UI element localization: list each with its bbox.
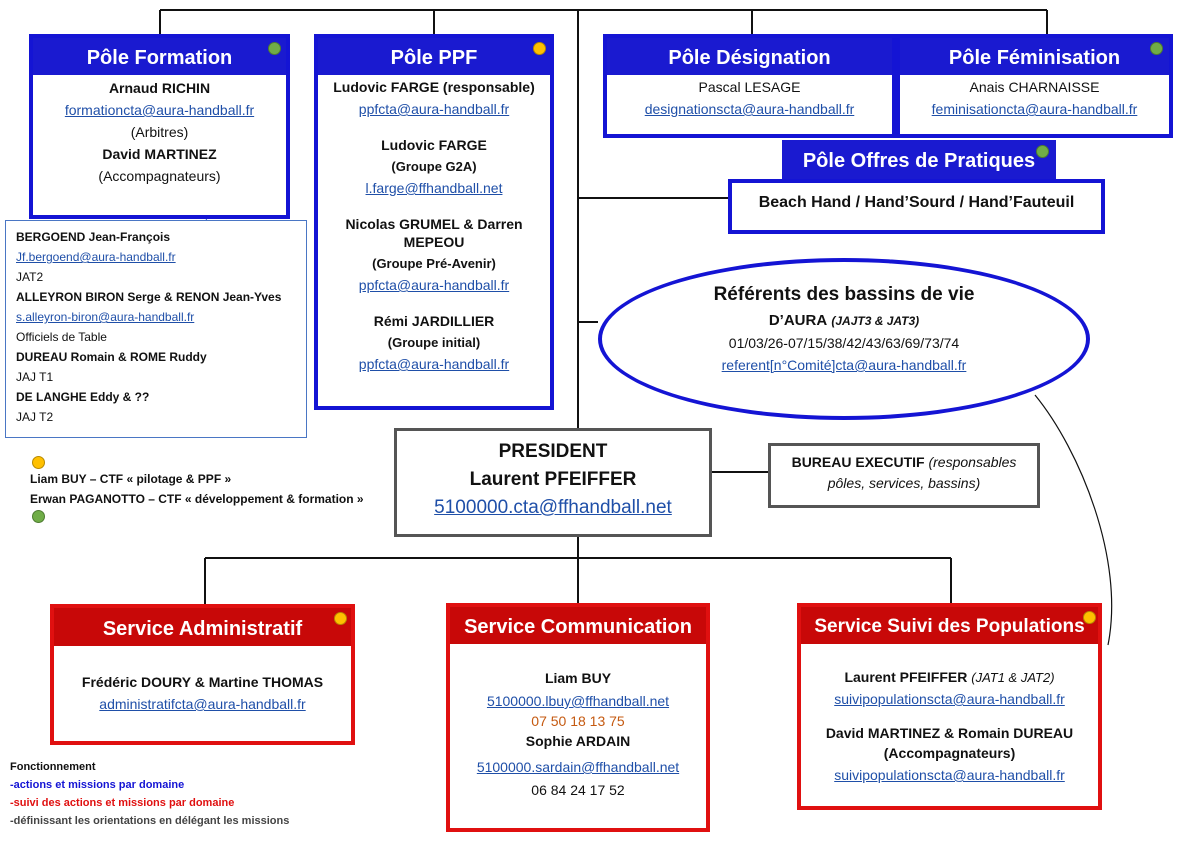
pole-offres-title: Pôle Offres de Pratiques	[782, 140, 1056, 180]
status-dot-green	[1150, 42, 1163, 55]
ppf-line3b: MEPEOU	[403, 234, 465, 250]
ppf-group3: (Groupe Pré-Avenir)	[372, 256, 496, 271]
formation-detail-line: DUREAU Romain & ROME Ruddy	[16, 350, 207, 364]
ppf-line1: Ludovic FARGE (responsable)	[333, 79, 535, 95]
president-email[interactable]: 5100000.cta@ffhandball.net	[434, 497, 672, 518]
pole-offres-title-text: Pôle Offres de Pratiques	[802, 150, 1036, 172]
president-label: PRESIDENT	[498, 441, 608, 462]
pole-feminisation: Pôle Féminisation Anais CHARNAISSE femin…	[896, 34, 1173, 138]
communication-phone1: 07 50 18 13 75	[531, 713, 625, 729]
pole-offres-text: Beach Hand / Hand’Sourd / Hand’Fauteuil	[758, 194, 1075, 211]
status-dot-yellow	[334, 612, 347, 625]
ppf-email2[interactable]: l.farge@ffhandball.net	[365, 180, 503, 196]
referents-email[interactable]: referent[n°Comité]cta@aura-handball.fr	[721, 357, 967, 373]
president-box: PRESIDENT Laurent PFEIFFER 5100000.cta@f…	[394, 428, 712, 537]
pole-designation: Pôle Désignation Pascal LESAGE designati…	[603, 34, 896, 138]
referents-departments: 01/03/26-07/15/38/42/43/63/69/73/74	[728, 335, 960, 351]
service-administratif: Service Administratif Frédéric DOURY & M…	[50, 604, 355, 745]
fonctionnement-title: Fonctionnement	[10, 761, 96, 773]
pole-formation-title: Pôle Formation	[33, 38, 286, 75]
formation-detail-line[interactable]: s.alleyron-biron@aura-handball.fr	[16, 310, 195, 324]
fonctionnement-line3: -définissant les orientations en délégan…	[10, 815, 290, 827]
pole-formation-role1: (Arbitres)	[130, 124, 189, 140]
status-dot-green	[268, 42, 281, 55]
suivi-row1: Laurent PFEIFFER (JAT1 & JAT2)	[801, 669, 1098, 685]
service-suivi-title: Service Suivi des Populations	[801, 607, 1098, 644]
referents-subtitle: D’AURA	[768, 312, 828, 329]
suivi-email1[interactable]: suivipopulationscta@aura-handball.fr	[834, 691, 1065, 707]
pole-feminisation-email[interactable]: feminisationcta@aura-handball.fr	[931, 101, 1138, 117]
communication-name2: Sophie ARDAIN	[525, 733, 631, 749]
bureau-note2: pôles, services, bassins)	[827, 475, 981, 491]
legend-dot-yellow	[32, 456, 45, 469]
service-administratif-title: Service Administratif	[54, 608, 351, 646]
ppf-line2: Ludovic FARGE	[381, 137, 487, 153]
ppf-line3a: Nicolas GRUMEL & Darren	[345, 216, 523, 232]
service-communication-title: Service Communication	[450, 607, 706, 644]
suivi-email2[interactable]: suivipopulationscta@aura-handball.fr	[834, 767, 1065, 783]
pole-feminisation-title: Pôle Féminisation	[900, 38, 1169, 75]
referents-subtitle-row: D’AURA (JAJT3 & JAT3)	[602, 312, 1086, 329]
pole-formation-role2: (Accompagnateurs)	[98, 168, 221, 184]
pole-designation-title: Pôle Désignation	[607, 38, 892, 75]
legend-ctf-line1: Liam BUY – CTF « pilotage & PPF »	[30, 472, 232, 486]
formation-detail-line: ALLEYRON BIRON Serge & RENON Jean-Yves	[16, 290, 282, 304]
ppf-group2: (Groupe G2A)	[391, 159, 477, 174]
pole-formation: Pôle Formation Arnaud RICHIN formationct…	[29, 34, 290, 219]
ppf-email1[interactable]: ppfcta@aura-handball.fr	[358, 101, 510, 117]
suivi-note1: (JAT1 & JAT2)	[971, 670, 1055, 685]
pole-feminisation-name: Anais CHARNAISSE	[969, 79, 1100, 95]
bureau-title: BUREAU EXECUTIF	[791, 454, 925, 470]
bureau-line1: BUREAU EXECUTIF (responsables	[771, 454, 1037, 470]
ppf-email3[interactable]: ppfcta@aura-handball.fr	[358, 277, 510, 293]
fonctionnement-legend: Fonctionnement -actions et missions par …	[10, 758, 289, 830]
pole-formation-email[interactable]: formationcta@aura-handball.fr	[64, 102, 255, 118]
communication-phone2: 06 84 24 17 52	[531, 782, 625, 798]
suivi-role2: (Accompagnateurs)	[883, 745, 1016, 761]
legend-ctf-line2: Erwan PAGANOTTO – CTF « développement & …	[30, 492, 364, 506]
referents-subtitle-note: (JAJT3 & JAT3)	[831, 314, 920, 328]
referents-title: Référents des bassins de vie	[713, 284, 975, 305]
president-name: Laurent PFEIFFER	[469, 469, 637, 490]
status-dot-green	[1036, 145, 1049, 158]
formation-detail-line: JAJ T1	[16, 370, 54, 384]
communication-email2[interactable]: 5100000.sardain@ffhandball.net	[476, 759, 680, 775]
referents-ellipse: Référents des bassins de vie D’AURA (JAJ…	[598, 258, 1090, 420]
ppf-line4: Rémi JARDILLIER	[373, 313, 495, 329]
bureau-note1: (responsables	[928, 454, 1017, 470]
formation-detail-line: JAJ T2	[16, 410, 54, 424]
bureau-box: BUREAU EXECUTIF (responsables pôles, ser…	[768, 443, 1040, 508]
ppf-email4[interactable]: ppfcta@aura-handball.fr	[358, 356, 510, 372]
service-suivi: Service Suivi des Populations Laurent PF…	[797, 603, 1102, 810]
legend-dot-green	[32, 510, 45, 523]
formation-detail-line[interactable]: Jf.bergoend@aura-handball.fr	[16, 250, 176, 264]
pole-offres-body: Beach Hand / Hand’Sourd / Hand’Fauteuil	[728, 179, 1105, 234]
pole-formation-name1: Arnaud RICHIN	[108, 80, 211, 96]
formation-detail-line: DE LANGHE Eddy & ??	[16, 390, 150, 404]
suivi-name1: Laurent PFEIFFER	[844, 669, 968, 685]
communication-name1: Liam BUY	[544, 670, 612, 686]
status-dot-yellow	[533, 42, 546, 55]
formation-detail-line: BERGOEND Jean-François	[16, 230, 171, 244]
service-administratif-email[interactable]: administratifcta@aura-handball.fr	[99, 696, 306, 712]
pole-designation-name: Pascal LESAGE	[698, 79, 801, 95]
pole-formation-name2: David MARTINEZ	[102, 146, 217, 162]
formation-detail-line: Officiels de Table	[16, 330, 107, 344]
suivi-name2: David MARTINEZ & Romain DUREAU	[825, 725, 1074, 741]
status-dot-yellow	[1083, 611, 1096, 624]
pole-ppf-title: Pôle PPF	[318, 38, 550, 75]
fonctionnement-line1: -actions et missions par domaine	[10, 779, 185, 791]
communication-email1[interactable]: 5100000.lbuy@ffhandball.net	[486, 693, 670, 709]
formation-detail-line: JAT2	[16, 270, 44, 284]
ppf-group4: (Groupe initial)	[387, 335, 481, 350]
fonctionnement-line2: -suivi des actions et missions par domai…	[10, 797, 235, 809]
service-administratif-names: Frédéric DOURY & Martine THOMAS	[81, 674, 324, 690]
pole-designation-email[interactable]: designationscta@aura-handball.fr	[644, 101, 855, 117]
service-communication: Service Communication Liam BUY 5100000.l…	[446, 603, 710, 832]
pole-ppf: Pôle PPF Ludovic FARGE (responsable) ppf…	[314, 34, 554, 410]
